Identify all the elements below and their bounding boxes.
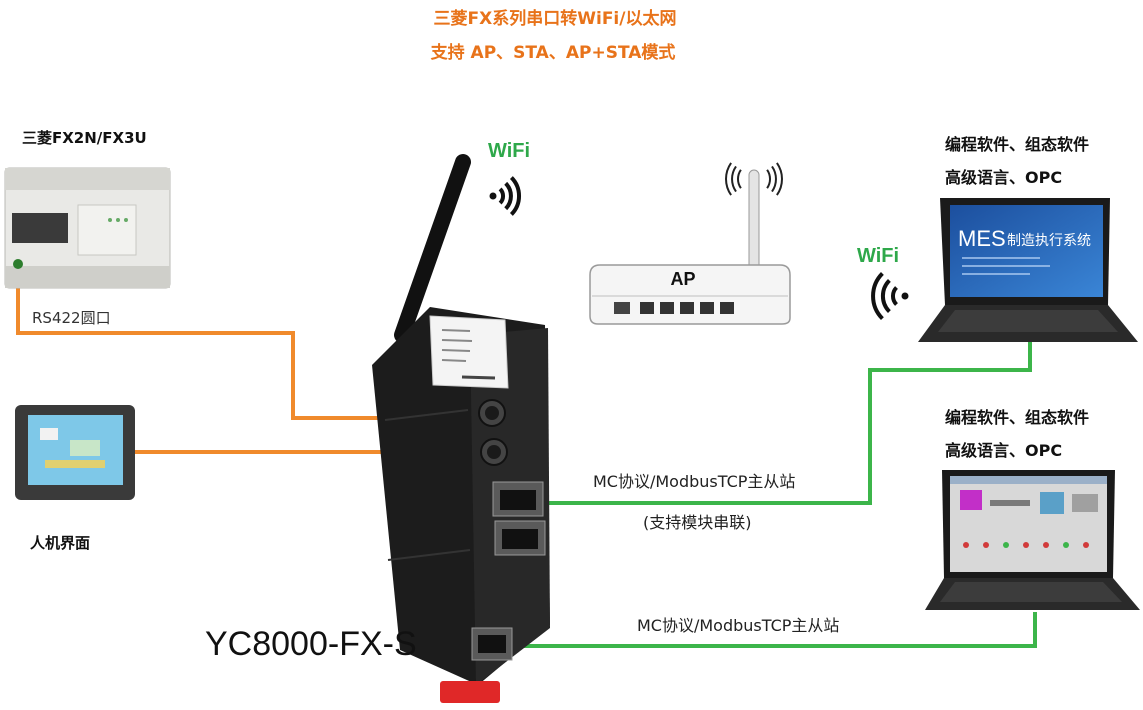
ethernet-port-1-socket <box>500 490 536 510</box>
plc-rs422-port <box>13 259 23 269</box>
pc-wifi-label: WiFi <box>857 245 899 267</box>
radio-wave <box>776 162 783 196</box>
label-text-line <box>441 349 471 352</box>
scada-indicator <box>963 542 969 548</box>
ap-router: AP <box>589 162 791 325</box>
hmi-label: 人机界面 <box>30 534 90 552</box>
hmi-screen-widget <box>45 460 105 468</box>
hmi-screen-widget <box>70 440 100 456</box>
plc-led <box>116 218 120 222</box>
device-model-label: YC8000-FX-S <box>205 625 417 663</box>
wifi-signal-dot <box>489 192 497 200</box>
radio-wave <box>736 169 742 189</box>
wifi-signal-arc <box>504 181 513 211</box>
laptop-keyboard <box>938 310 1118 332</box>
scada-indicator <box>1063 542 1069 548</box>
scada-widget <box>1072 494 1098 512</box>
cascade-note: (支持模块串联) <box>643 513 752 532</box>
scada-window-bar <box>950 476 1107 484</box>
plc-bottom-terminals <box>5 266 170 288</box>
router-port <box>700 302 714 314</box>
radio-wave <box>771 165 777 193</box>
radio-waves-icon <box>725 162 783 196</box>
scada-indicator <box>1083 542 1089 548</box>
wifi-signal-dot <box>901 292 909 300</box>
laptop-keyboard <box>940 582 1122 602</box>
plc-led <box>124 218 128 222</box>
radio-wave <box>766 169 772 189</box>
device-groove <box>387 549 471 561</box>
wifi-signal-icon <box>489 176 522 216</box>
scada-indicator <box>983 542 989 548</box>
router-label: AP <box>670 269 695 289</box>
ethernet-port-2-socket <box>502 529 538 549</box>
ethernet2-protocol-label: MC协议/ModbusTCP主从站 <box>637 616 839 635</box>
screen-title-main: MES <box>958 226 1006 251</box>
screen-title-sub: 制造执行系统 <box>1007 233 1091 249</box>
pc-wifi-software-line1: 编程软件、组态软件 <box>945 135 1089 154</box>
hmi-round-port-inner <box>487 445 501 459</box>
din-rail-clip <box>440 681 500 703</box>
wifi-signal-arc <box>891 286 899 306</box>
router-port <box>680 302 694 314</box>
diagram-subtitle: 支持 AP、STA、AP+STA模式 <box>431 42 676 63</box>
router-port <box>614 302 630 314</box>
device-label-plate <box>429 315 509 389</box>
pc-eth-software-line1: 编程软件、组态软件 <box>945 408 1089 427</box>
router-port <box>640 302 654 314</box>
rs422-cable <box>16 265 482 420</box>
pc-eth-software-line2: 高级语言、OPC <box>945 441 1062 460</box>
plc-unit: 三菱FX2N/FX3U RS422圆口 <box>4 129 171 327</box>
label-text-line <box>441 339 473 342</box>
plc-side-panel <box>77 204 137 256</box>
rs422-port-label: RS422圆口 <box>32 309 111 327</box>
router-port <box>720 302 734 314</box>
laptop-screen <box>950 205 1103 297</box>
laptop-ethernet: 编程软件、组态软件 高级语言、OPC <box>925 408 1140 610</box>
wifi-signal-arc <box>880 278 891 314</box>
plc-led <box>108 218 112 222</box>
router-antenna <box>748 169 760 276</box>
rs422-round-port-inner <box>485 406 499 420</box>
scada-widget <box>960 490 982 510</box>
wifi-signal-arc <box>509 176 522 216</box>
scada-indicator <box>1003 542 1009 548</box>
ethernet1-protocol-label: MC协议/ModbusTCP主从站 <box>593 472 795 491</box>
hmi-panel: 人机界面 <box>15 405 135 552</box>
plc-top-terminals <box>5 168 170 190</box>
wifi-signal-arc <box>871 271 884 321</box>
laptop-wifi: 编程软件、组态软件 高级语言、OPC MES 制造执行系统 <box>918 135 1138 342</box>
scada-widget <box>1040 492 1064 514</box>
router-port <box>660 302 674 314</box>
device-groove <box>384 409 469 421</box>
radio-wave <box>725 162 732 196</box>
device-wifi-label: WiFi <box>488 140 530 162</box>
scada-indicator <box>1043 542 1049 548</box>
device-antenna <box>394 154 471 343</box>
label-logo <box>461 375 496 380</box>
scada-indicator <box>1023 542 1029 548</box>
gateway-device: YC8000-FX-S <box>205 154 550 703</box>
pc-wifi-software-line2: 高级语言、OPC <box>945 168 1062 187</box>
ethernet-cable-1 <box>520 340 1032 505</box>
plc-label: 三菱FX2N/FX3U <box>22 129 147 147</box>
ethernet-cable-2 <box>498 612 1037 648</box>
label-text-line <box>441 329 471 332</box>
plc-front-panel <box>12 213 68 243</box>
radio-wave <box>731 165 737 193</box>
label-text-line <box>441 359 467 362</box>
scada-widget <box>990 500 1030 506</box>
ethernet-port-3-socket <box>478 635 506 653</box>
wifi-signal-arc <box>498 187 506 205</box>
wifi-signal-icon <box>871 271 909 321</box>
diagram-title: 三菱FX系列串口转WiFi/以太网 <box>434 8 677 29</box>
hmi-screen-widget <box>40 428 58 440</box>
